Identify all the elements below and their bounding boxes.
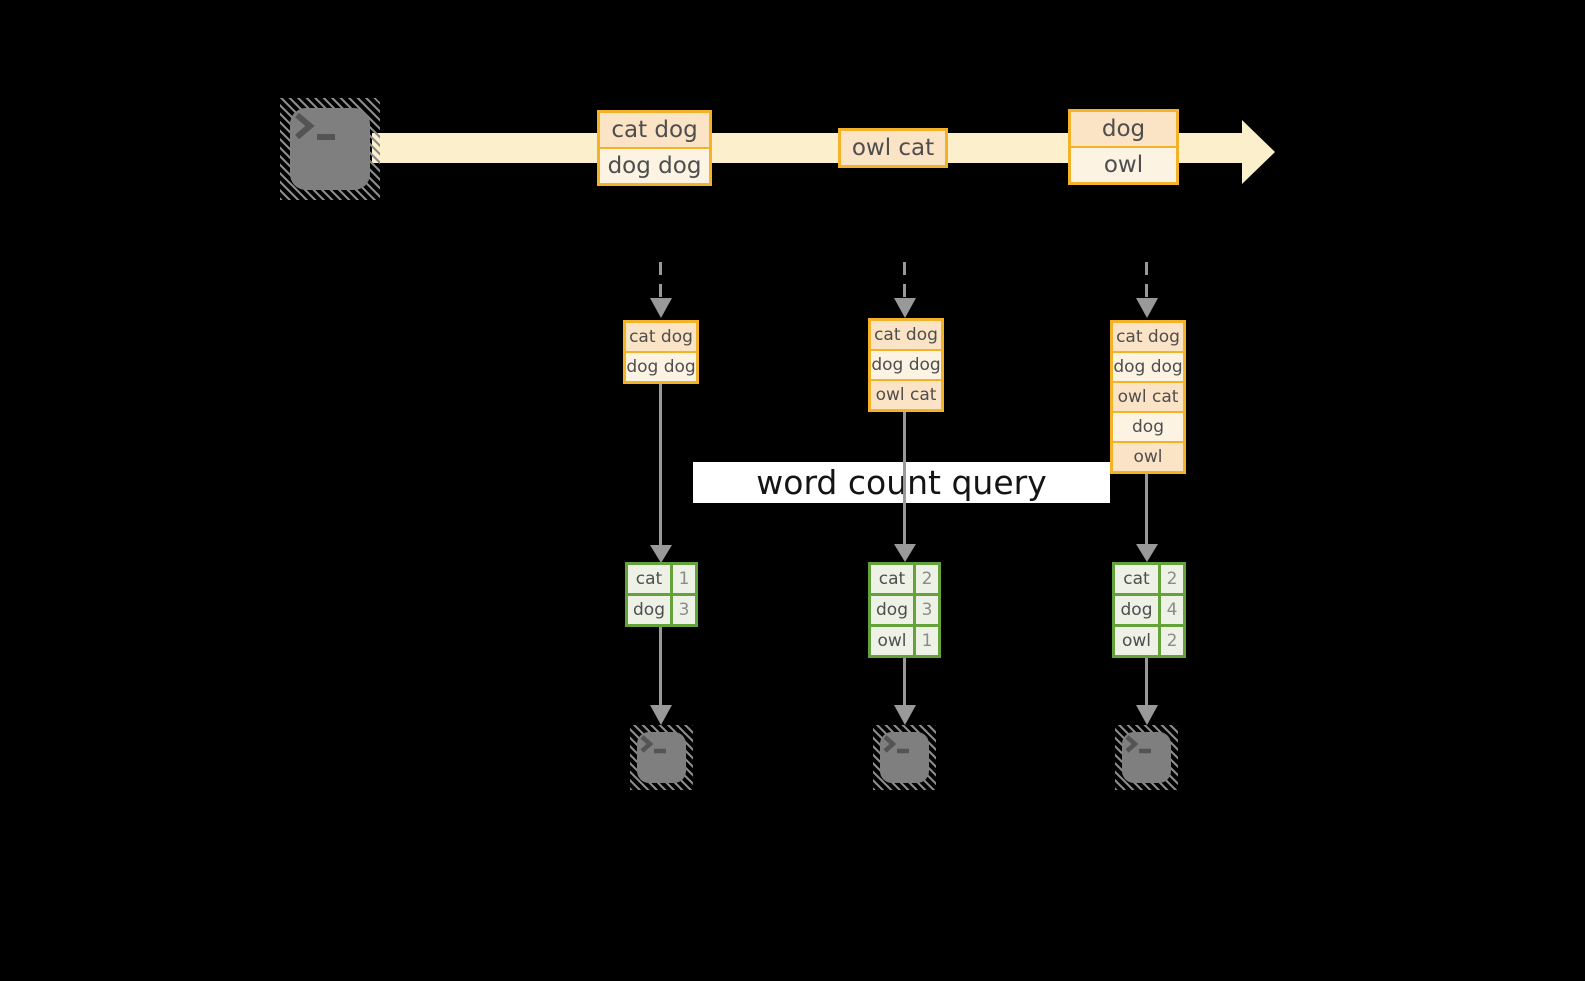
input-row: dog dog: [1113, 353, 1183, 381]
dashed-arrow-line: [903, 262, 906, 298]
arrow-line: [659, 383, 662, 545]
terminal-sink-icon: [630, 725, 693, 790]
dashed-arrowhead-icon: [650, 298, 672, 318]
count-value: 1: [673, 565, 695, 593]
arrowhead-icon: [650, 545, 672, 563]
input-row: cat dog: [871, 321, 941, 349]
accumulated-input-2: cat dog dog dog owl cat: [868, 318, 944, 412]
arrow-line: [659, 627, 662, 705]
dashed-arrowhead-icon: [1136, 298, 1158, 318]
dashed-arrowhead-icon: [894, 298, 916, 318]
query-band: word count query: [693, 462, 1110, 503]
count-word: dog: [628, 596, 670, 624]
stream-batch-2: owl cat: [838, 128, 948, 168]
arrowhead-icon: [650, 705, 672, 725]
count-value: 3: [916, 596, 938, 624]
count-value: 2: [1161, 627, 1183, 655]
count-value: 4: [1161, 596, 1183, 624]
stream-arrowhead-icon: [1242, 120, 1275, 184]
input-row: owl: [1113, 443, 1183, 471]
count-word: dog: [1115, 596, 1158, 624]
terminal-prompt-icon: [640, 735, 666, 754]
count-table-3: cat 2 dog 4 owl 2: [1112, 562, 1186, 658]
count-word: owl: [871, 627, 913, 655]
input-row: dog dog: [626, 353, 696, 381]
input-row: dog: [1113, 413, 1183, 441]
terminal-sink-icon: [873, 725, 936, 790]
count-value: 1: [916, 627, 938, 655]
terminal-sink-icon: [1115, 725, 1178, 790]
count-table-2: cat 2 dog 3 owl 1: [868, 562, 941, 658]
terminal-prompt-icon: [1125, 735, 1151, 754]
count-word: cat: [871, 565, 913, 593]
arrow-line: [1145, 474, 1148, 544]
arrow-line: [903, 658, 906, 705]
accumulated-input-3: cat dog dog dog owl cat dog owl: [1110, 320, 1186, 474]
terminal-prompt-icon: [295, 112, 335, 140]
count-word: owl: [1115, 627, 1158, 655]
stream-batch-3: dog owl: [1068, 109, 1179, 185]
accumulated-input-1: cat dog dog dog: [623, 320, 699, 384]
batch-row: owl: [1071, 148, 1176, 182]
input-row: cat dog: [1113, 323, 1183, 351]
batch-row: owl cat: [841, 131, 945, 165]
count-table-1: cat 1 dog 3: [625, 562, 698, 627]
terminal-source-icon: [280, 98, 380, 200]
query-label: word count query: [756, 463, 1047, 502]
count-value: 2: [916, 565, 938, 593]
input-row: dog dog: [871, 351, 941, 379]
dashed-arrow-line: [659, 262, 662, 298]
terminal-prompt-icon: [883, 735, 909, 754]
dashed-arrow-line: [1145, 262, 1148, 298]
batch-row: dog dog: [600, 149, 709, 183]
count-word: cat: [628, 565, 670, 593]
batch-row: dog: [1071, 112, 1176, 146]
count-word: dog: [871, 596, 913, 624]
arrowhead-icon: [894, 544, 916, 562]
input-row: owl cat: [871, 381, 941, 409]
count-value: 2: [1161, 565, 1183, 593]
arrowhead-icon: [894, 705, 916, 725]
batch-row: cat dog: [600, 113, 709, 147]
arrowhead-icon: [1136, 544, 1158, 562]
arrow-line: [903, 412, 906, 544]
arrow-line: [1145, 658, 1148, 705]
count-value: 3: [673, 596, 695, 624]
input-row: cat dog: [626, 323, 696, 351]
input-row: owl cat: [1113, 383, 1183, 411]
arrowhead-icon: [1136, 705, 1158, 725]
stream-batch-1: cat dog dog dog: [597, 110, 712, 186]
count-word: cat: [1115, 565, 1158, 593]
